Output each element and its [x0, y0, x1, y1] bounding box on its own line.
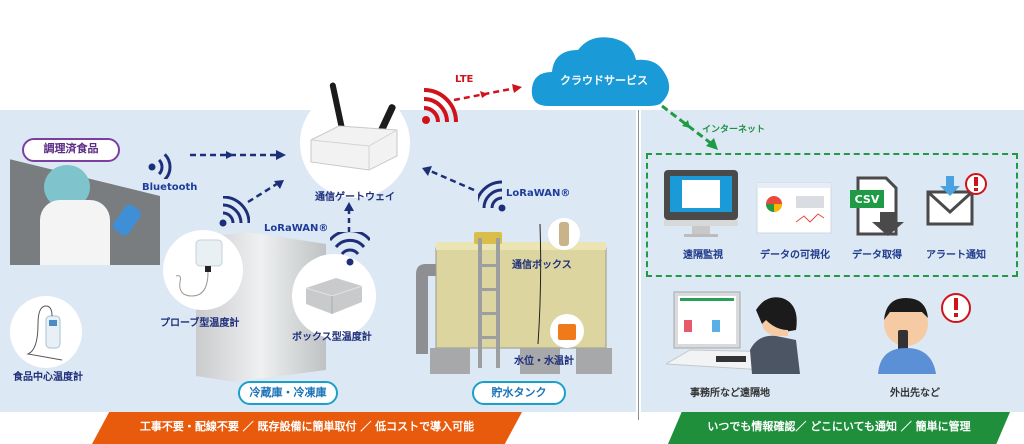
- tank-arrow: [422, 166, 475, 192]
- feature-label-visualize: データの可視化: [760, 250, 830, 261]
- features-box: [646, 153, 1018, 277]
- csv-download-icon: CSV: [850, 176, 904, 236]
- feature-label-data: データ取得: [852, 250, 902, 261]
- benefits-banner-onsite: 工事不要・配線不要 ／ 既存設備に簡単取付 ／ 低コストで導入可能: [92, 412, 522, 444]
- box-signal-icon: [330, 232, 370, 266]
- lorawan-fridge-label: LoRaWAN®: [264, 223, 329, 234]
- feature-label-alert: アラート通知: [926, 250, 986, 261]
- fridge-arrow: [247, 180, 284, 204]
- bluetooth-arrow: [190, 150, 286, 160]
- box-sensor-label: ボックス型温度計: [292, 332, 372, 343]
- internet-label: インターネット: [702, 125, 766, 135]
- benefits-banner-remote: いつでも情報確認／ どこにいても通知 ／ 簡単に管理: [668, 412, 1010, 444]
- tank-signal-icon: [478, 180, 506, 212]
- cloud-icon: [531, 37, 670, 107]
- fridge-signal-icon: [219, 196, 250, 227]
- probe-sensor-label: プローブ型温度計: [160, 318, 240, 329]
- probe-sensor-icon: [175, 239, 223, 297]
- cooked-food-tag: 調理済食品: [22, 138, 120, 162]
- comm-box-label: 通信ボックス: [512, 260, 572, 271]
- feature-label-remote: 遠隔監視: [683, 250, 723, 261]
- bluetooth-signal-icon: [148, 153, 172, 179]
- box-arrow: [344, 202, 354, 232]
- fridge-tag: 冷蔵庫・冷凍庫: [238, 381, 338, 405]
- gateway-device-icon: [310, 82, 398, 171]
- office-label: 事務所など遠隔地: [690, 388, 770, 399]
- lte-signal-icon: [422, 88, 458, 124]
- office-worker-illustration: [666, 291, 800, 374]
- svg-text:CSV: CSV: [855, 193, 880, 206]
- tank-tag: 貯水タンク: [472, 381, 566, 405]
- lte-arrow: [453, 84, 522, 102]
- cloud-label: クラウドサービス: [560, 74, 648, 87]
- gateway-label: 通信ゲートウェイ: [315, 192, 395, 203]
- box-sensor-icon: [305, 278, 363, 314]
- level-sensor-icon: [558, 324, 576, 340]
- chef-body: [40, 200, 110, 265]
- bluetooth-label: Bluetooth: [142, 182, 198, 193]
- core-thermometer-icon: [26, 305, 63, 361]
- lte-label: LTE: [455, 74, 474, 85]
- mail-alert-icon: [926, 173, 987, 226]
- mobile-person-illustration: [878, 293, 971, 374]
- comm-box-icon: [559, 222, 569, 246]
- lorawan-tank-label: LoRaWAN®: [506, 188, 571, 199]
- chart-window-icon: [756, 182, 832, 234]
- internet-arrow: [661, 104, 718, 150]
- panel-divider: [638, 110, 639, 420]
- monitor-icon: [664, 170, 738, 237]
- core-thermometer-label: 食品中心温度計: [13, 372, 83, 383]
- level-sensor-label: 水位・水温計: [514, 356, 574, 367]
- outside-label: 外出先など: [890, 388, 940, 399]
